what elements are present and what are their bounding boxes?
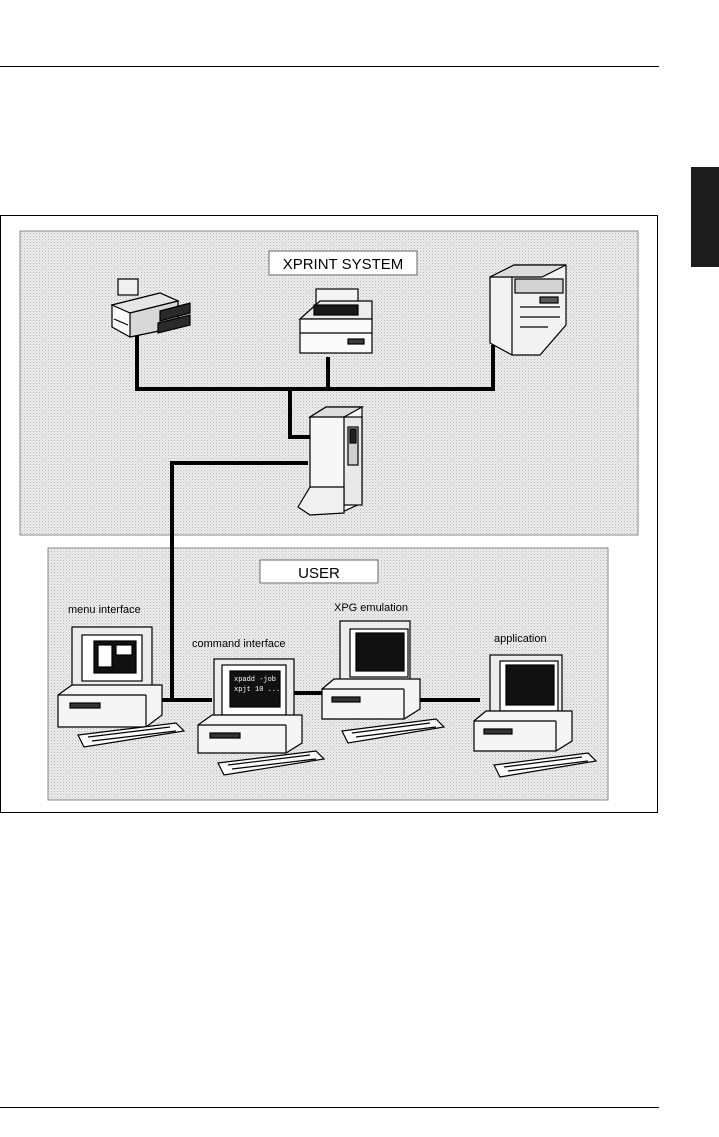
keyboard-icon: [341, 718, 446, 744]
bottom-rule: [0, 1107, 659, 1108]
workstation-label: menu interface: [68, 604, 141, 616]
workstation-label: application: [494, 633, 547, 645]
xprint-architecture-diagram: XPRINT SYSTEM USER: [19, 230, 639, 801]
workstation-xpg-emulation: XPG emulation: [321, 602, 446, 744]
system-network-lines: [135, 330, 495, 702]
high-volume-printer-icon: [489, 264, 567, 356]
workstation-command-interface: command interface xpadd -job xpjt 10 ...: [192, 638, 326, 776]
top-rule: [0, 66, 659, 67]
terminal-line: xpadd -job: [234, 676, 276, 684]
user-title-box: USER: [259, 559, 379, 584]
keyboard-icon: [493, 752, 598, 778]
terminal-line: xpjt 10 ...: [234, 686, 280, 694]
workstation-application: application: [473, 633, 598, 778]
dot-matrix-printer-icon: [298, 288, 373, 354]
workstation-label: XPG emulation: [334, 602, 408, 614]
desktop-unit-icon: [57, 684, 163, 728]
desktop-unit-icon: [321, 678, 421, 720]
chapter-tab-marker: [691, 167, 719, 267]
monitor-icon: [71, 626, 153, 696]
xprint-system-title-box: XPRINT SYSTEM: [268, 250, 418, 276]
xprint-system-title: XPRINT SYSTEM: [283, 256, 404, 273]
workstation-menu-interface: menu interface: [57, 604, 186, 748]
monitor-icon: [489, 654, 563, 724]
keyboard-icon: [77, 722, 186, 748]
laser-printer-icon: [110, 278, 191, 338]
monitor-icon: [339, 620, 411, 688]
user-title: USER: [298, 565, 340, 582]
print-server-icon: [297, 406, 365, 516]
desktop-unit-icon: [473, 710, 573, 752]
keyboard-icon: [217, 750, 326, 776]
desktop-unit-icon: [197, 714, 303, 754]
workstation-label: command interface: [192, 638, 286, 650]
